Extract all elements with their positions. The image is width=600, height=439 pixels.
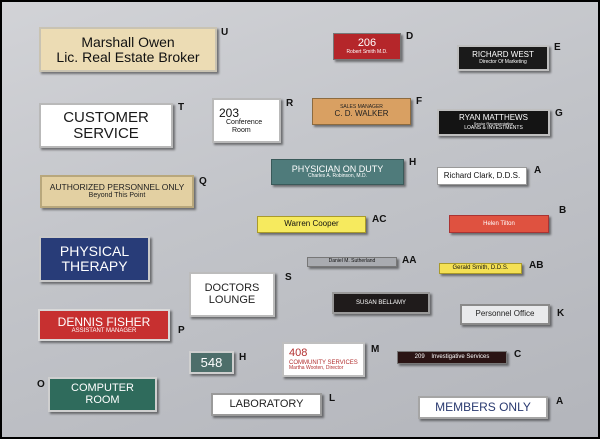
sign-line: Marshall Owen	[81, 33, 175, 50]
sign-line: Richard Clark, D.D.S.	[443, 170, 521, 180]
sign-203: 203 Conference Room	[212, 98, 281, 143]
sign-line: Lic. Real Estate Broker	[56, 48, 200, 65]
sign-laboratory: LABORATORY	[211, 393, 322, 416]
sign-letter: L	[329, 393, 336, 404]
sign-richard-clark: Richard Clark, D.D.S.	[437, 167, 527, 185]
sign-richard-west: RICHARD WEST Director Of Marketing	[457, 45, 549, 71]
sign-line: Daniel M. Sutherland	[328, 258, 376, 265]
sign-line: COMMUNITY SERVICES	[289, 359, 358, 366]
sign-line: 209 Investigative Services	[414, 354, 490, 361]
sign-line: DENNIS FISHER	[57, 314, 151, 329]
sign-letter: U	[221, 27, 229, 38]
sign-206: 206 Robert Smith M.D.	[333, 33, 401, 60]
sign-line: C. D. WALKER	[334, 108, 389, 118]
sign-physician-on-duty: PHYSICIAN ON DUTY Charles A. Robinson, M…	[271, 159, 404, 185]
sign-letter: A	[556, 396, 564, 407]
sign-letter: G	[555, 108, 563, 119]
sign-line: SALES MANAGER	[340, 103, 383, 110]
sign-line: CUSTOMER	[63, 108, 149, 126]
sign-letter: R	[286, 98, 294, 109]
sign-line: COMPUTER	[71, 381, 134, 394]
sign-members-only: MEMBERS ONLY	[418, 396, 548, 419]
sign-letter: F	[416, 96, 423, 107]
sign-548: 548	[189, 351, 234, 374]
sign-letter: E	[554, 42, 561, 53]
sign-209: 209 Investigative Services	[397, 351, 507, 364]
sign-letter: AA	[402, 255, 417, 266]
sign-line: Martha Wooten, Director	[289, 364, 344, 371]
sign-line: 408	[289, 346, 308, 359]
sign-letter: Q	[199, 176, 207, 187]
sign-letter: H	[409, 157, 417, 168]
sign-doctors-lounge: DOCTORS LOUNGE	[189, 272, 275, 317]
sign-line: 206	[357, 37, 377, 50]
sign-line: Robert Smith M.D.	[346, 48, 388, 55]
sign-letter: C	[514, 349, 522, 360]
sign-line: DOCTORS	[204, 281, 260, 294]
sign-line: AUTHORIZED PERSONNEL ONLY	[49, 182, 185, 193]
sign-line: SUSAN BELLAMY	[355, 299, 407, 306]
sign-letter: A	[534, 165, 542, 176]
sign-line: Beyond This Point	[88, 192, 146, 200]
sign-daniel-sutherland: Daniel M. Sutherland	[307, 257, 397, 267]
sign-letter: K	[557, 308, 565, 319]
sign-warren-cooper: Warren Cooper	[257, 216, 366, 233]
sign-letter: B	[559, 205, 567, 216]
sign-line: 203	[219, 105, 240, 120]
sign-408: 408 COMMUNITY SERVICES Martha Wooten, Di…	[282, 342, 365, 377]
sign-letter: O	[37, 379, 45, 390]
sign-line: RYAN MATTHEWS	[459, 112, 528, 122]
sign-letter: P	[178, 325, 185, 336]
sign-letter: H	[239, 352, 247, 363]
sign-physical-therapy: PHYSICAL THERAPY	[39, 236, 150, 282]
sign-line: Room	[232, 126, 251, 134]
sign-letter: AC	[372, 214, 387, 225]
sign-line: Personnel Office	[475, 309, 535, 319]
sign-line: PHYSICAL	[59, 243, 130, 260]
sign-line: RICHARD WEST	[472, 50, 534, 60]
sign-letter: S	[285, 272, 292, 283]
sign-line: Charles A. Robinson, M.D.	[308, 173, 367, 180]
sign-gerald-smith: Gerald Smith, D.D.S.	[439, 263, 522, 274]
sign-line: ROOM	[85, 393, 120, 406]
sign-susan-bellamy: SUSAN BELLAMY	[332, 292, 430, 314]
sign-line: MEMBERS ONLY	[435, 400, 531, 415]
sign-letter: D	[406, 31, 414, 42]
sign-letter: AB	[529, 260, 544, 271]
sign-line: LOANS & INVESTMENTS	[464, 125, 523, 132]
sign-cd-walker: SALES MANAGER C. D. WALKER	[312, 98, 411, 125]
sign-line: THERAPY	[61, 258, 128, 274]
sign-line: ASSISTANT MANAGER	[71, 328, 137, 335]
sign-ryan-matthews: RYAN MATTHEWS Senior Representative LOAN…	[437, 109, 550, 136]
sign-line: 548	[200, 354, 223, 370]
sign-line: SERVICE	[73, 124, 139, 142]
sign-line: Helen Tilton	[483, 220, 515, 227]
sign-letter: T	[178, 102, 185, 113]
sign-line: Senior Representative	[473, 120, 514, 126]
sign-line: LABORATORY	[229, 397, 304, 410]
sign-line: LOUNGE	[208, 293, 256, 306]
sign-personnel-office: Personnel Office	[460, 304, 550, 325]
sign-computer-room: COMPUTER ROOM	[48, 377, 157, 412]
sign-authorized-personnel: AUTHORIZED PERSONNEL ONLY Beyond This Po…	[40, 175, 194, 208]
sign-customer-service: CUSTOMER SERVICE	[39, 103, 173, 148]
sign-line: Conference	[226, 119, 263, 127]
sign-line: Gerald Smith, D.D.S.	[452, 265, 509, 272]
sign-line: Director Of Marketing	[479, 58, 527, 65]
sign-letter: M	[371, 344, 380, 355]
sign-helen-tilton: Helen Tilton	[449, 215, 549, 233]
sign-dennis-fisher: DENNIS FISHER ASSISTANT MANAGER	[38, 309, 170, 341]
sign-line: Warren Cooper	[284, 219, 339, 229]
sign-line: PHYSICIAN ON DUTY	[291, 163, 384, 174]
sign-marshall-owen: Marshall Owen Lic. Real Estate Broker	[39, 27, 217, 72]
